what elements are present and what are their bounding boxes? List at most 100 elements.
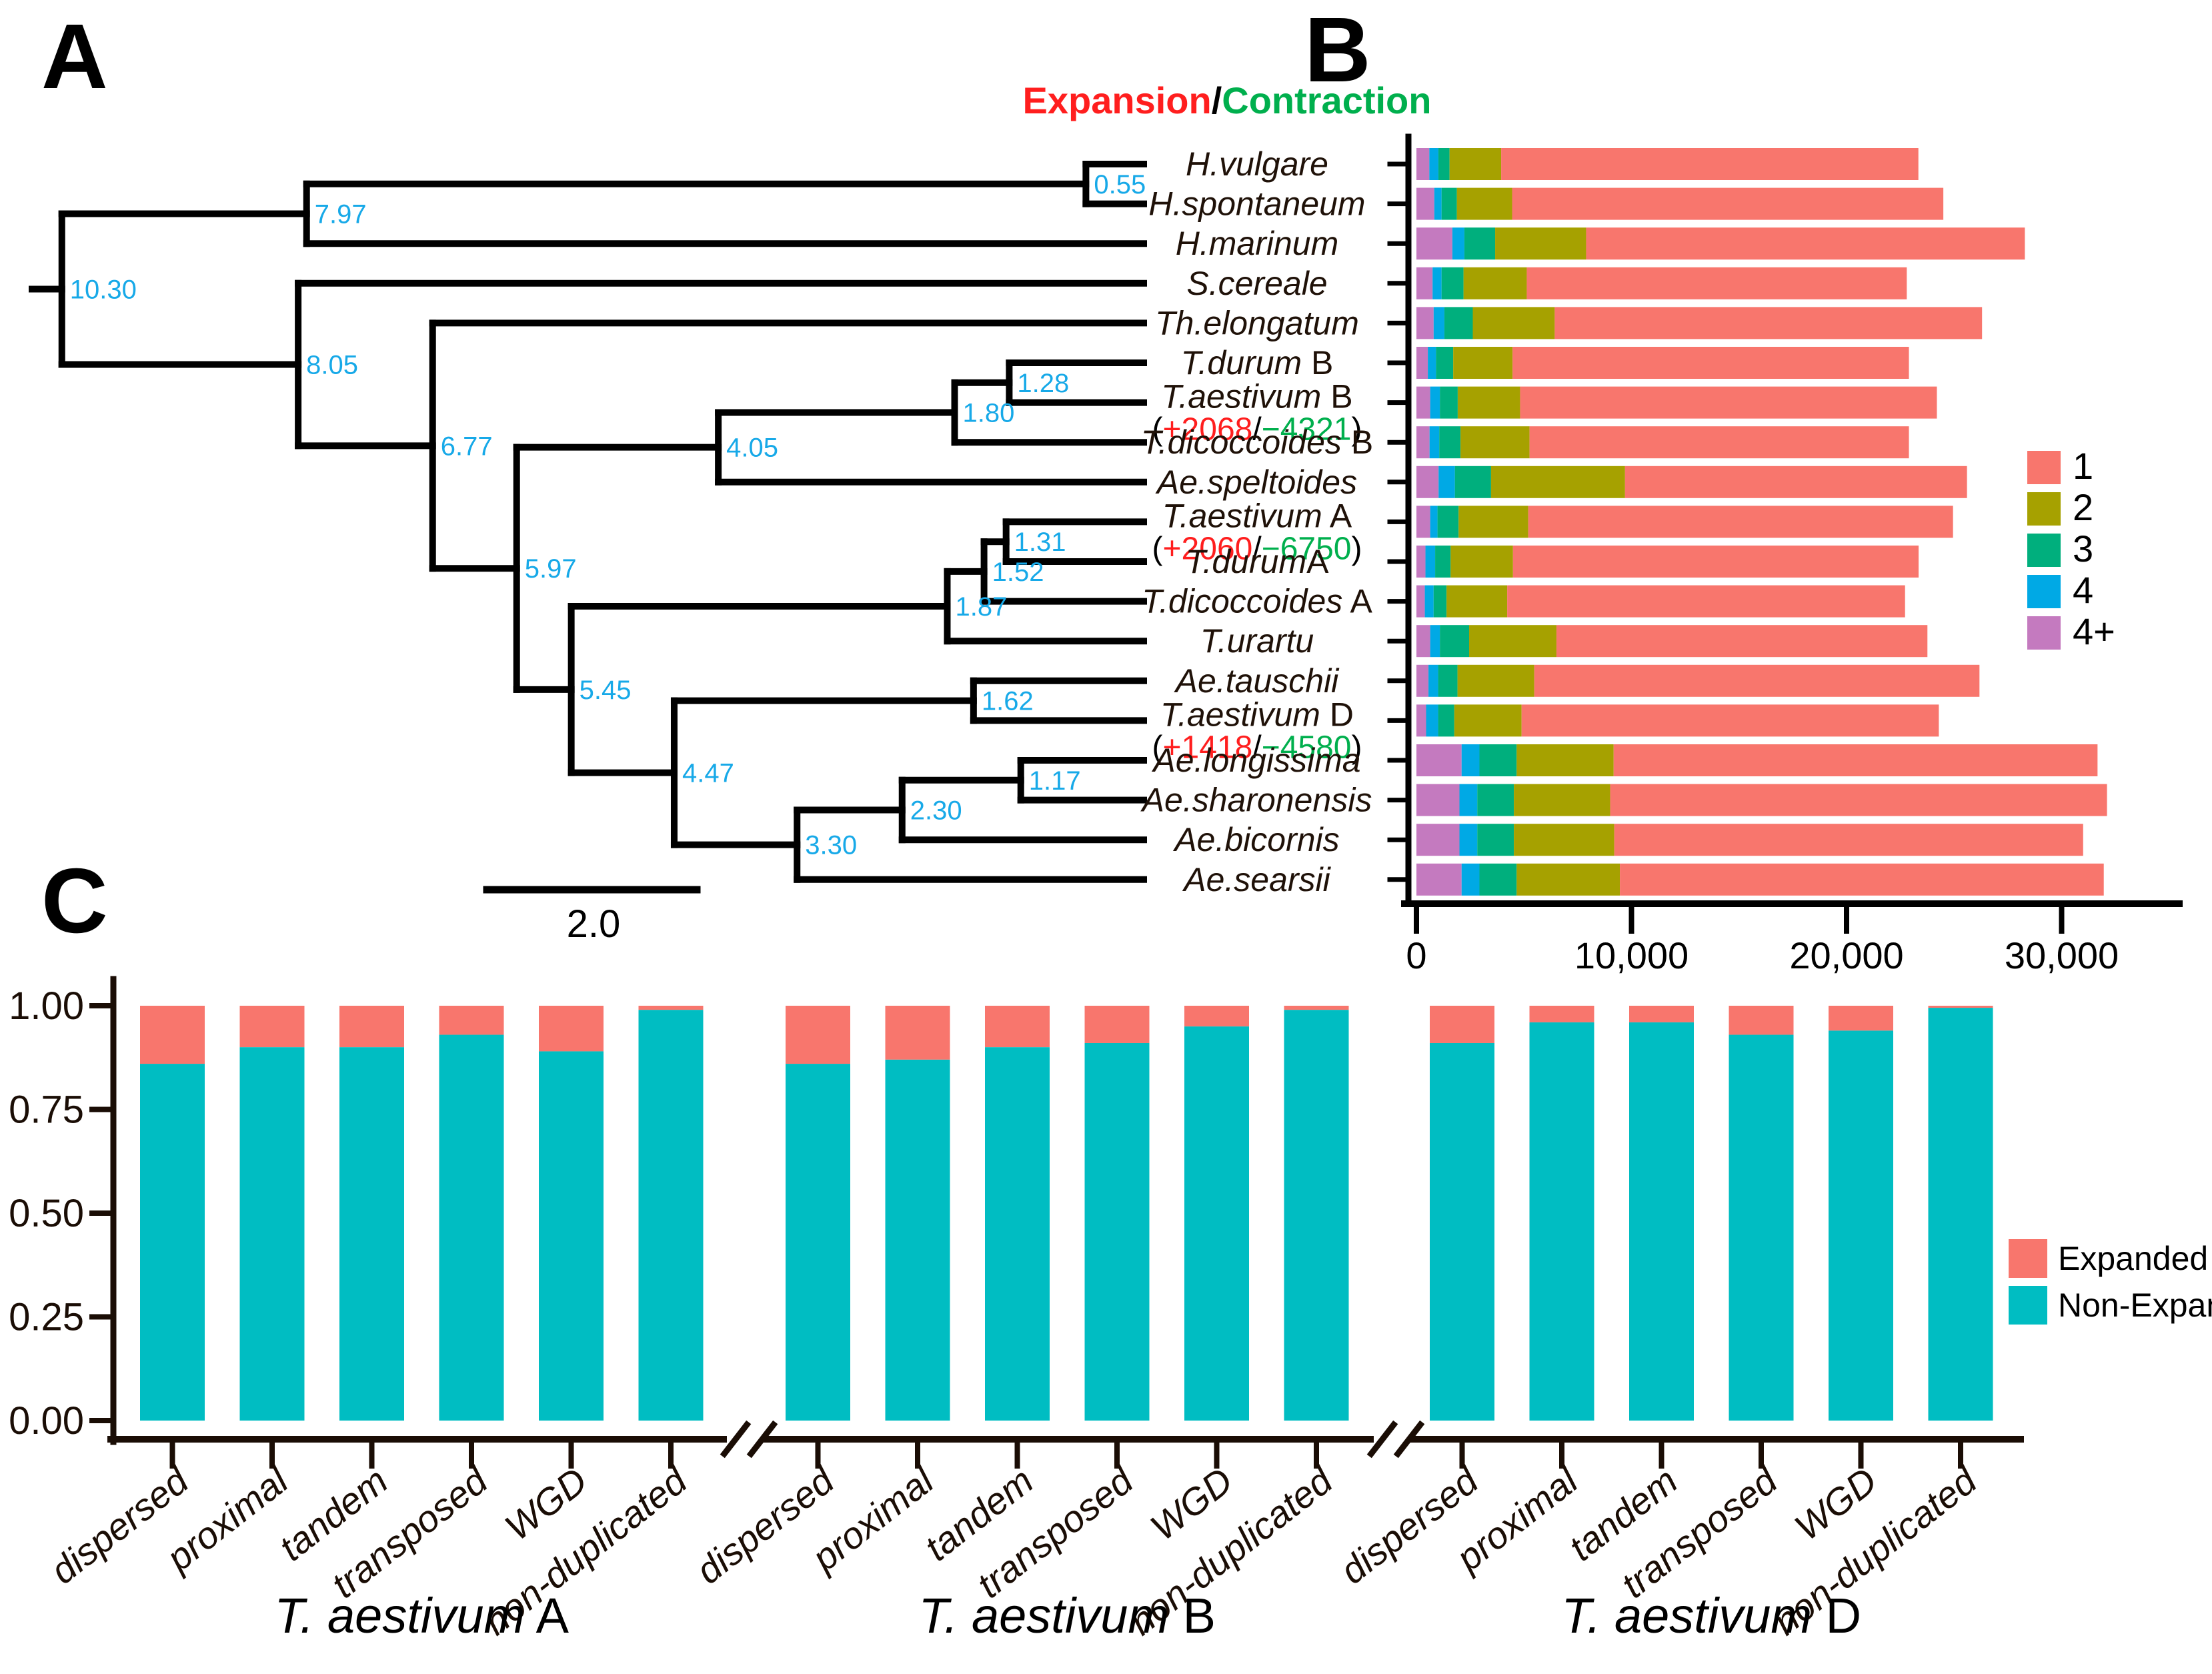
- species-label: T.aestivum A: [1162, 497, 1352, 534]
- bar-segment-copy-3: [1479, 744, 1517, 776]
- species-label: S.cereale: [1186, 265, 1327, 302]
- panel-c-group-label: T. aestivum A: [275, 1588, 570, 1643]
- legend-label-copy-number: 2: [2073, 486, 2093, 528]
- contraction-title-part: Contraction: [1222, 79, 1432, 121]
- node-age-label: 6.77: [441, 432, 493, 461]
- title-slash: /: [1211, 79, 1222, 121]
- bar-segment-copy-3: [1477, 784, 1514, 816]
- bar-non-expanded: [140, 1064, 205, 1421]
- legend-label-copy-number: 4: [2073, 569, 2093, 611]
- bar-non-expanded: [1629, 1022, 1694, 1421]
- expansion-title-part: Expansion: [1022, 79, 1212, 121]
- bar-non-expanded: [1284, 1010, 1349, 1421]
- bar-segment-copy-3: [1464, 227, 1496, 260]
- bar-non-expanded: [1928, 1008, 1993, 1421]
- node-age-label: 5.97: [525, 554, 577, 584]
- node-age-label: 1.87: [955, 592, 1007, 622]
- bar-non-expanded: [1829, 1030, 1893, 1421]
- bar-segment-copy-3: [1477, 824, 1514, 856]
- node-age-label: 8.05: [306, 351, 358, 380]
- bar-segment-copy-2: [1516, 744, 1614, 776]
- legend-swatch-copy-2: [2027, 492, 2061, 526]
- node-age-label: 5.45: [580, 676, 632, 705]
- bar-segment-copy-4+: [1416, 386, 1430, 419]
- bar-segment-copy-3: [1439, 426, 1461, 459]
- species-label: T.aestivum B: [1161, 378, 1352, 415]
- panel-b-x-tick-label: 10,000: [1574, 934, 1689, 976]
- bar-segment-copy-4+: [1416, 148, 1430, 180]
- bar-non-expanded: [885, 1059, 950, 1421]
- species-label: Ae.searsii: [1182, 861, 1331, 898]
- bar-segment-copy-1: [1624, 466, 1967, 498]
- bar-segment-copy-3: [1438, 704, 1454, 737]
- panel-c-category-label: dispersed: [43, 1459, 197, 1592]
- bar-segment-copy-1: [1528, 506, 1953, 538]
- bar-segment-copy-4: [1461, 744, 1480, 776]
- bar-segment-copy-2: [1516, 863, 1620, 896]
- bar-segment-copy-3: [1436, 347, 1454, 379]
- panel-c-category-label: dispersed: [1332, 1459, 1487, 1592]
- bar-segment-copy-4: [1424, 585, 1434, 618]
- bar-expanded: [1184, 1006, 1249, 1027]
- bar-non-expanded: [638, 1010, 704, 1421]
- species-label: H.marinum: [1176, 225, 1338, 262]
- panel-b-x-tick-label: 20,000: [1789, 934, 1903, 976]
- bar-segment-copy-1: [1501, 148, 1919, 180]
- node-age-label: 7.97: [315, 200, 367, 229]
- bar-segment-copy-4: [1459, 784, 1478, 816]
- bar-segment-copy-3: [1441, 187, 1457, 220]
- bar-segment-copy-4: [1428, 347, 1436, 379]
- bar-segment-copy-2: [1472, 307, 1555, 339]
- bar-segment-copy-4+: [1416, 466, 1439, 498]
- bar-expanded: [1284, 1006, 1349, 1010]
- scale-bar-label: 2.0: [566, 902, 621, 946]
- bar-segment-copy-1: [1613, 744, 2098, 776]
- bar-segment-copy-2: [1450, 546, 1513, 578]
- legend-swatch-copy-4: [2027, 575, 2061, 608]
- node-age-label: 1.62: [982, 687, 1034, 716]
- expansion-contraction-annotation: (+2060/−6750): [1152, 531, 1362, 566]
- bar-segment-copy-3: [1438, 664, 1458, 697]
- legend-swatch-expanded: [2009, 1239, 2047, 1278]
- bar-segment-copy-2: [1453, 347, 1513, 379]
- legend-label-expanded: Expanded: [2058, 1240, 2208, 1277]
- expansion-contraction-title: Expansion/Contraction: [1014, 79, 1440, 122]
- bar-expanded: [239, 1006, 305, 1048]
- axis-break-slash: [746, 1420, 778, 1459]
- bar-segment-copy-4: [1430, 506, 1438, 538]
- bar-expanded: [638, 1006, 704, 1010]
- species-label: T.durum B: [1181, 344, 1334, 381]
- node-age-label: 4.47: [682, 759, 734, 788]
- bar-segment-copy-4: [1461, 863, 1480, 896]
- bar-segment-copy-3: [1454, 466, 1491, 498]
- panel-c-group-label: T. aestivum B: [918, 1588, 1216, 1643]
- bar-segment-copy-2: [1514, 784, 1610, 816]
- panel-c-category-label: dispersed: [688, 1459, 843, 1592]
- bar-segment-copy-2: [1514, 824, 1614, 856]
- bar-expanded: [1529, 1006, 1594, 1022]
- bar-segment-copy-2: [1449, 148, 1502, 180]
- panel-b-x-tick-label: 0: [1406, 934, 1426, 976]
- panel-b-x-tick-label: 30,000: [2005, 934, 2119, 976]
- bar-segment-copy-3: [1437, 506, 1459, 538]
- bar-non-expanded: [1184, 1026, 1249, 1421]
- node-age-label: 3.30: [805, 831, 857, 860]
- panel-c-y-tick-label: 0.50: [9, 1192, 84, 1235]
- species-label: T.aestivum D: [1160, 696, 1354, 733]
- node-age-label: 0.55: [1094, 170, 1146, 199]
- node-age-label: 10.30: [70, 275, 137, 305]
- bar-expanded: [439, 1006, 504, 1035]
- species-label: T.dicoccoides A: [1142, 583, 1372, 620]
- bar-segment-copy-2: [1446, 585, 1508, 618]
- species-label: Ae.speltoides: [1155, 464, 1357, 501]
- species-label: Th.elongatum: [1155, 304, 1359, 341]
- species-label: T.urartu: [1200, 622, 1314, 660]
- node-age-label: 2.30: [910, 796, 962, 826]
- bar-non-expanded: [339, 1047, 404, 1421]
- bar-segment-copy-4: [1429, 148, 1438, 180]
- bar-segment-copy-4+: [1416, 863, 1462, 896]
- node-age-label: 1.28: [1017, 369, 1069, 398]
- bar-segment-copy-4: [1426, 704, 1438, 737]
- bar-segment-copy-2: [1454, 704, 1522, 737]
- bar-segment-copy-3: [1441, 267, 1464, 299]
